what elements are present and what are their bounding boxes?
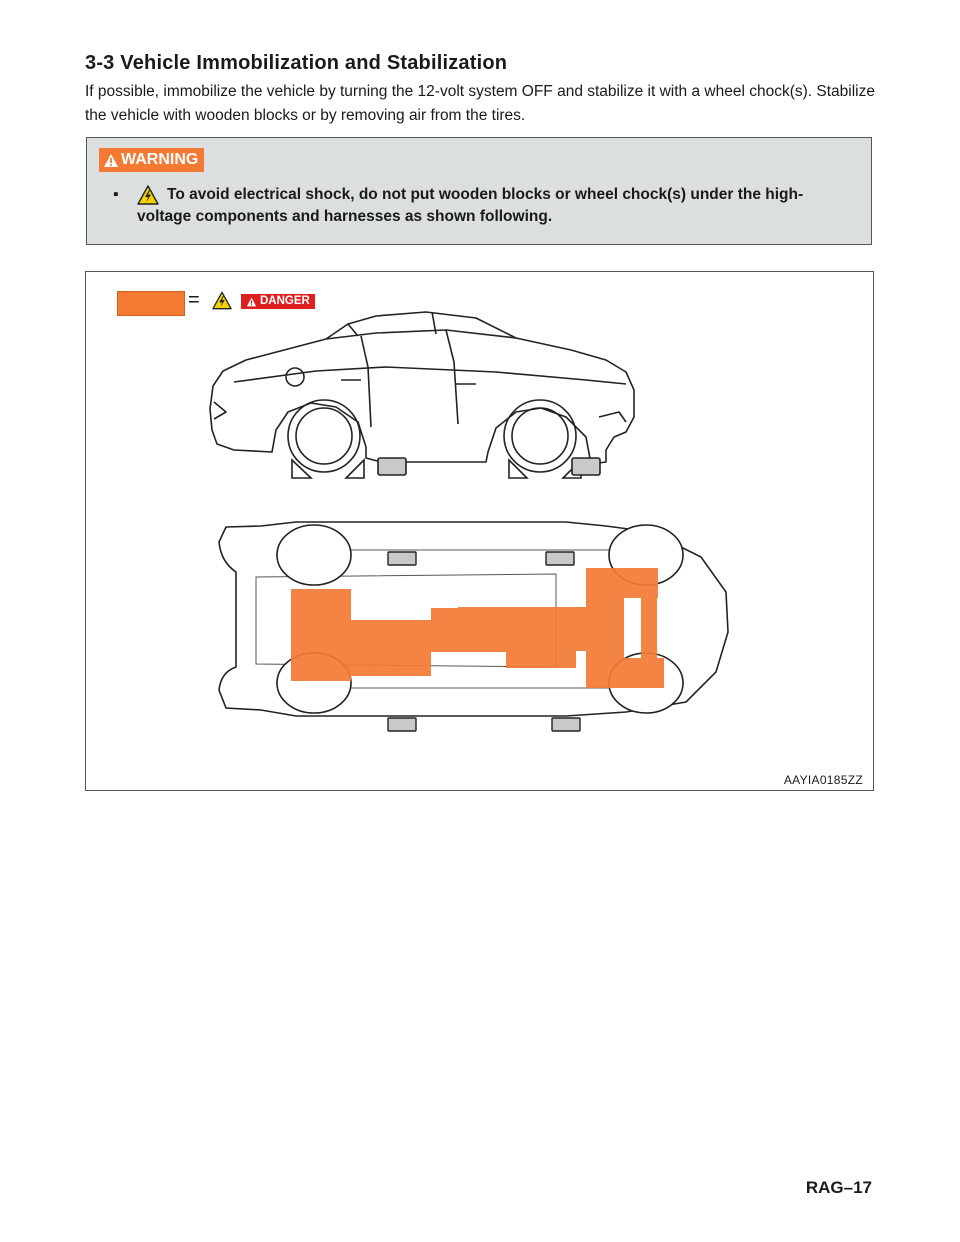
vehicle-side-view	[209, 311, 635, 465]
section-heading: 3-3 Vehicle Immobilization and Stabiliza…	[85, 52, 508, 74]
warning-tag: WARNING	[99, 148, 205, 172]
warning-tag-label: WARNING	[121, 151, 199, 168]
warning-triangle-icon	[104, 153, 118, 167]
intro-paragraph: If possible, immobilize the vehicle by t…	[85, 83, 875, 124]
warning-text: To avoid electrical shock, do not put wo…	[137, 186, 804, 225]
legend-high-voltage-swatch	[117, 291, 185, 316]
danger-label-text: DANGER	[260, 295, 310, 307]
wooden-blocks-side	[377, 457, 601, 476]
danger-label: DANGER	[241, 294, 315, 309]
high-voltage-icon	[212, 291, 232, 310]
vehicle-figure: = DANGER	[85, 271, 874, 791]
danger-triangle-icon	[246, 297, 257, 306]
figure-code: AAYIA0185ZZ	[783, 773, 863, 787]
vehicle-illustration	[209, 311, 729, 732]
legend-equals-sign: =	[188, 289, 200, 311]
bullet-marker: ▪	[113, 186, 119, 203]
vehicle-wheels-side	[287, 399, 577, 473]
page-number: RAG–17	[805, 1178, 872, 1197]
vehicle-underbody-view	[218, 521, 729, 732]
high-voltage-zones	[291, 568, 664, 688]
warning-box: WARNING ▪ To avoid electrical shock, do …	[86, 137, 872, 245]
wooden-blocks-underbody	[387, 551, 581, 732]
high-voltage-icon	[137, 185, 159, 205]
